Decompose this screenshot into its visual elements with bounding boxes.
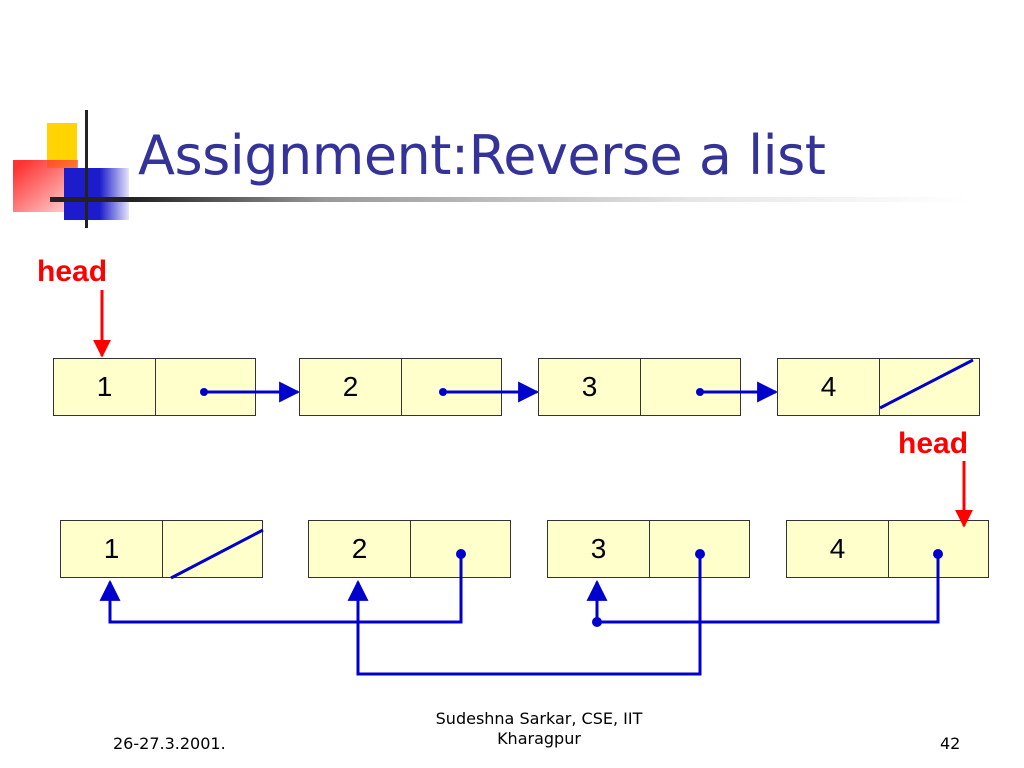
footer-author: Sudeshna Sarkar, CSE, IIT Kharagpur [412,709,666,749]
reversed-node-2: 2 [308,520,511,578]
reversed-node-4: 4 [786,520,989,578]
reversed-node-3-value: 3 [548,521,650,577]
reversed-link-3-to-2 [347,549,705,676]
original-null-pointer [879,358,974,410]
original-link-1-to-2 [200,381,301,403]
original-node-2-value: 2 [300,359,402,415]
original-head-label: head [37,255,108,288]
original-node-3-value: 3 [539,359,641,415]
footer-author-line1: Sudeshna Sarkar, CSE, IIT [435,709,643,728]
reversed-node-2-value: 2 [309,521,411,577]
reversed-null-pointer [170,528,264,580]
reversed-link-4-to-3 [586,549,943,627]
reversed-node-4-value: 4 [787,521,889,577]
reversed-node-1-value: 1 [61,521,163,577]
reversed-head-label: head [898,427,969,460]
footer-page-number: 42 [940,734,961,753]
original-node-4-value: 4 [778,359,880,415]
original-link-3-to-4 [696,381,779,403]
original-node-1-value: 1 [54,359,156,415]
original-node-1: 1 [53,358,256,416]
footer-date: 26-27.3.2001. [113,734,226,753]
title-underline [50,197,970,202]
reversed-link-2-to-1 [99,549,466,624]
decor-vertical-line [85,110,88,228]
decor-blue-square [64,168,129,220]
slide-title: Assignment:Reverse a list [138,124,826,187]
footer-author-line2: Kharagpur [497,729,581,748]
original-link-2-to-3 [439,381,540,403]
original-node-3: 3 [538,358,741,416]
reversed-node-3: 3 [547,520,750,578]
